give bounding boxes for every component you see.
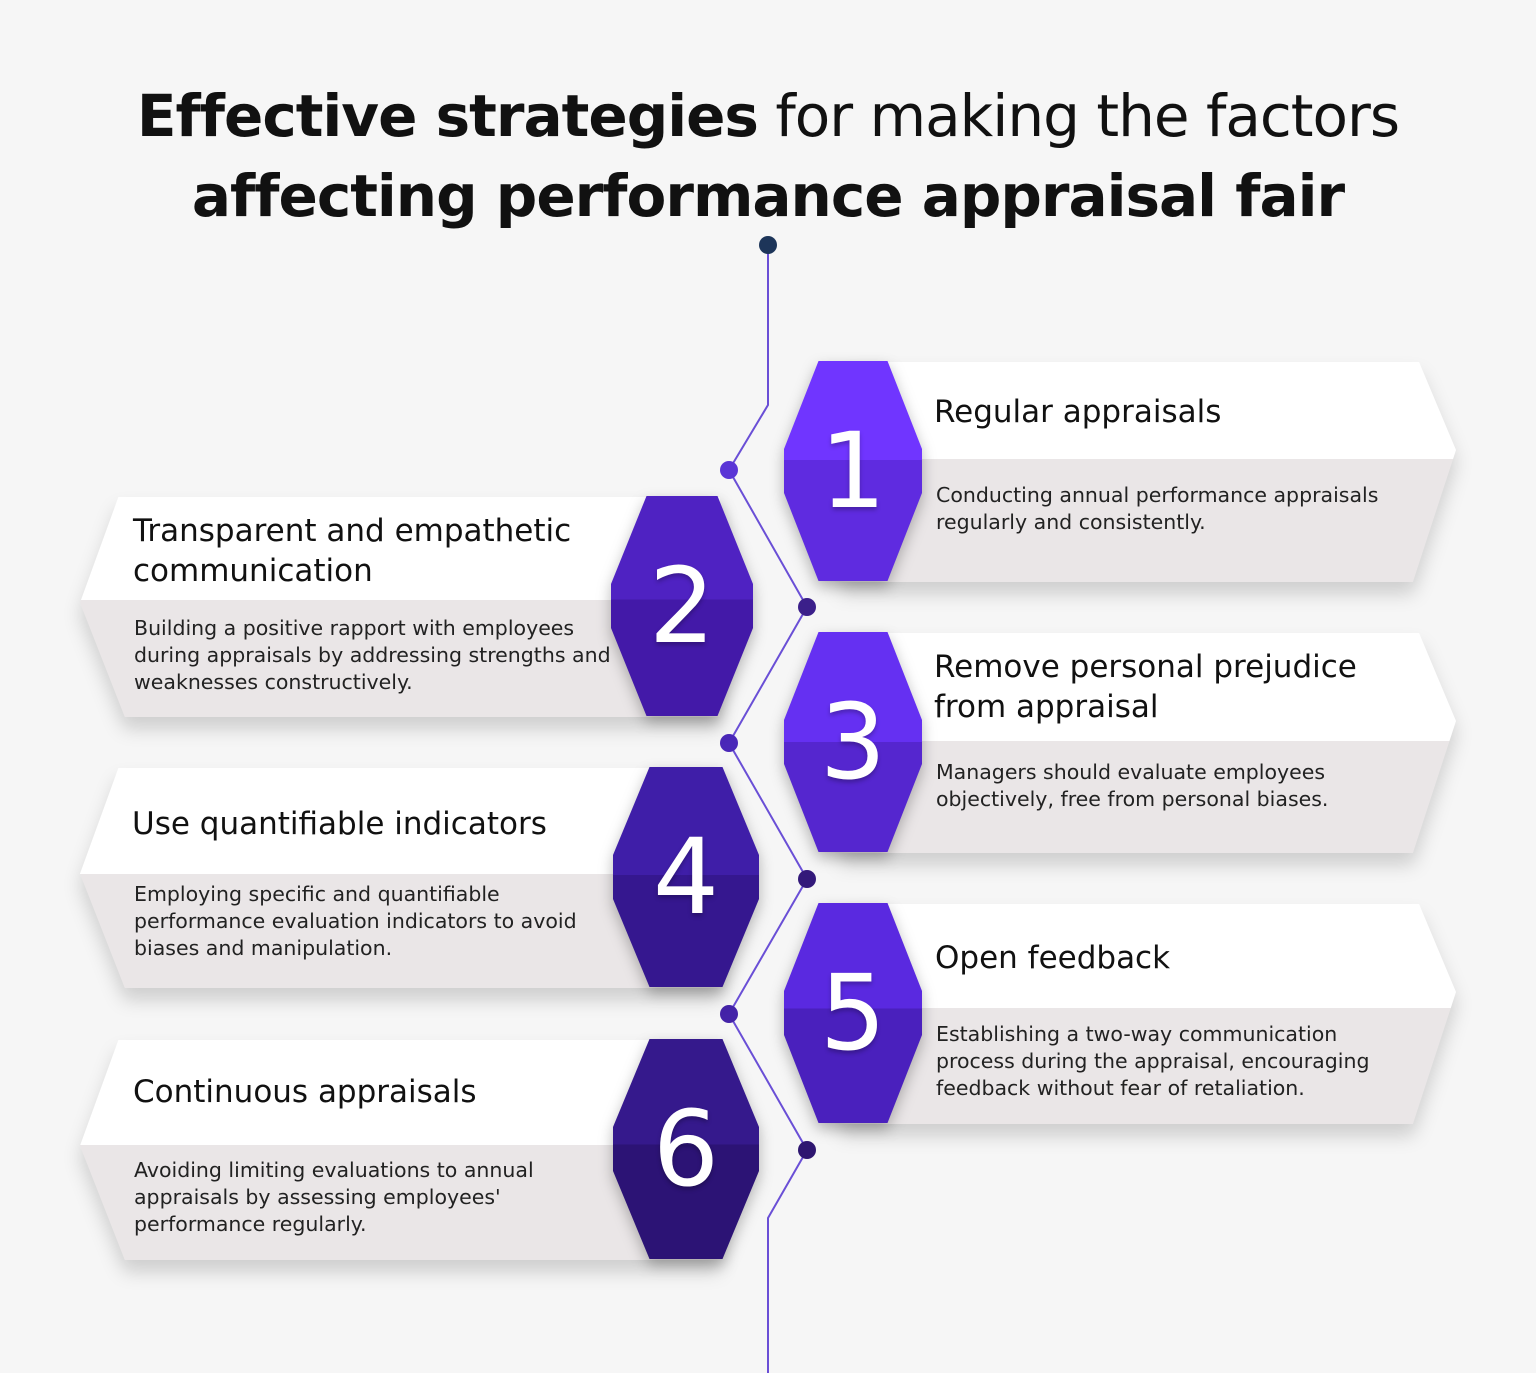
- step-heading: Remove personal prejudice from appraisal: [934, 649, 1357, 725]
- title-line1-rest: for making the factors: [757, 82, 1400, 150]
- step-badge-3: 3: [784, 632, 922, 852]
- timeline-dot: [720, 461, 738, 479]
- step-badge-2: 2: [611, 496, 753, 716]
- step-description: Avoiding limiting evaluations to annual …: [134, 1158, 534, 1236]
- page-title: Effective strategies for making the fact…: [0, 76, 1536, 236]
- step-description: Establishing a two-way communication pro…: [936, 1022, 1370, 1100]
- step-heading: Transparent and empathetic communication: [133, 513, 572, 589]
- title-line2: affecting performance appraisal fair: [191, 162, 1345, 230]
- timeline-top-dot: [759, 236, 777, 254]
- step-badge-4: 4: [613, 767, 759, 987]
- step-heading: Regular appraisals: [934, 394, 1222, 430]
- step-badge-1: 1: [784, 361, 922, 581]
- title-bold-part: Effective strategies: [136, 82, 759, 150]
- step-card-1: Regular appraisals Conducting annual per…: [840, 362, 1456, 582]
- timeline-line: [727, 245, 809, 1373]
- step-description: Building a positive rapport with employe…: [134, 616, 611, 694]
- step-description: Employing specific and quantifiable perf…: [134, 882, 577, 960]
- step-number: 2: [648, 545, 716, 667]
- step-number: 1: [819, 410, 887, 532]
- timeline-dot: [798, 870, 816, 888]
- step-heading: Open feedback: [935, 940, 1171, 976]
- step-number: 6: [652, 1088, 720, 1210]
- step-number: 3: [819, 681, 887, 803]
- step-number: 4: [652, 816, 720, 938]
- timeline-dot: [720, 734, 738, 752]
- step-description: Managers should evaluate employees objec…: [936, 760, 1329, 811]
- step-description: Conducting annual performance appraisals…: [936, 483, 1379, 534]
- timeline-dot: [720, 1005, 738, 1023]
- step-badge-5: 5: [784, 903, 922, 1123]
- step-heading: Use quantifiable indicators: [132, 806, 547, 842]
- step-card-3: Remove personal prejudice from appraisal…: [840, 633, 1456, 853]
- step-number: 5: [819, 952, 887, 1074]
- step-badge-6: 6: [613, 1039, 759, 1259]
- timeline-dot: [798, 1141, 816, 1159]
- step-heading: Continuous appraisals: [133, 1074, 477, 1110]
- timeline-dot: [798, 598, 816, 616]
- step-card-5: Open feedback Establishing a two-way com…: [840, 904, 1456, 1124]
